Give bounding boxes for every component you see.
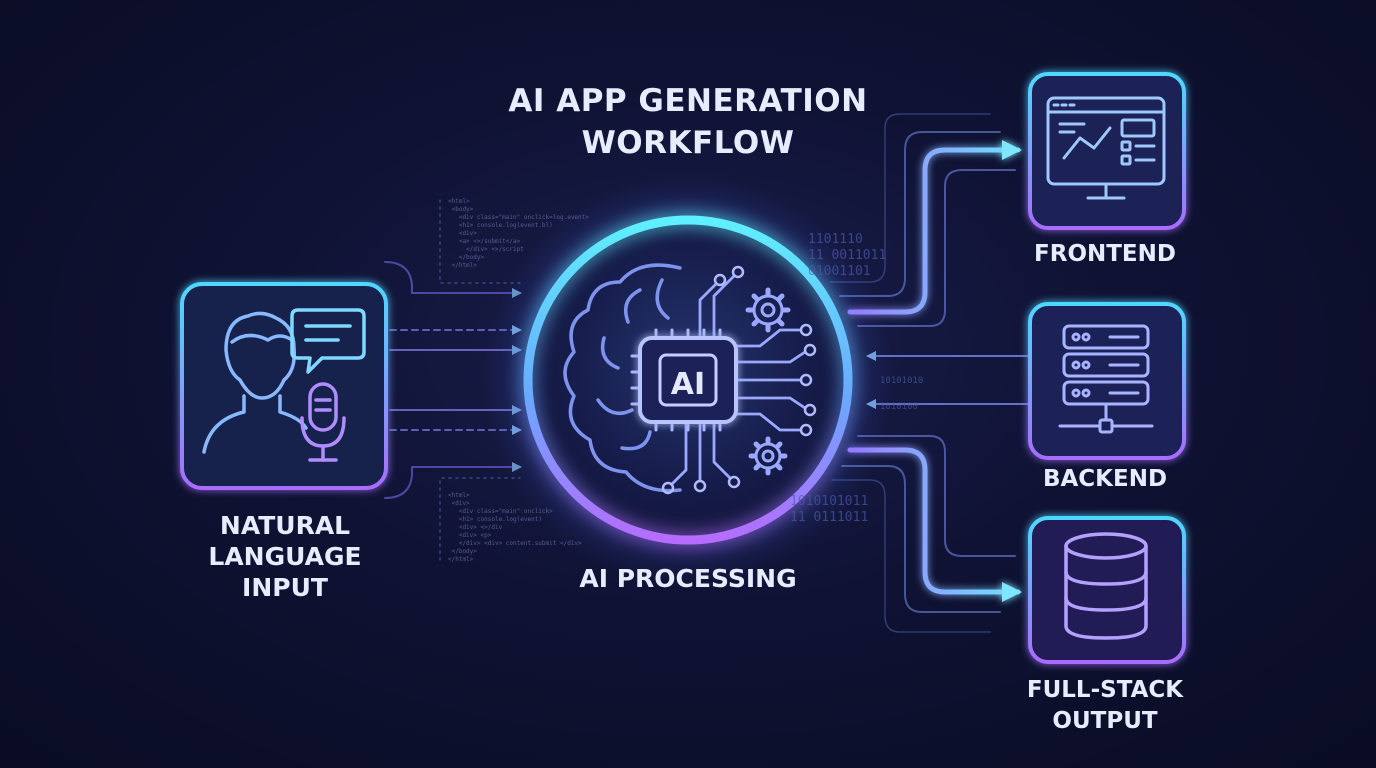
input-arrow-bottom-outer	[384, 462, 522, 499]
code-snippet-decoration: <html> <div> <div class="main" onclick> …	[448, 492, 582, 563]
gear-icon	[745, 287, 791, 333]
user-icon	[202, 311, 308, 454]
input-arrow-bottom-inner	[439, 477, 521, 561]
frontend-arrow-4	[857, 169, 1016, 327]
diagram-title: AI APP GENERATION WORKFLOW	[478, 80, 898, 164]
backend-node	[1028, 302, 1186, 460]
frontend-node	[1028, 72, 1186, 230]
server-icon	[1058, 324, 1154, 434]
chat-bubble-icon	[290, 308, 366, 374]
frontend-arrow-2	[839, 131, 1001, 297]
brain-icon	[563, 263, 682, 493]
output-arrow-2	[841, 465, 1001, 613]
frontend-label: FRONTEND	[1034, 241, 1176, 267]
circuit-traces	[670, 274, 807, 486]
circuit-nodes	[661, 265, 817, 495]
input-box	[180, 282, 388, 490]
monitor-dashboard-icon	[1046, 96, 1166, 200]
chip-label: AI	[671, 367, 705, 402]
backend-label: BACKEND	[1042, 466, 1168, 492]
processing-label: AI PROCESSING	[579, 564, 797, 593]
core-ring	[523, 215, 853, 545]
input-node	[180, 282, 388, 490]
frontend-arrow-main	[847, 140, 1022, 315]
microphone-icon	[300, 382, 346, 462]
gear-icon	[748, 436, 788, 476]
output-arrow-3	[831, 479, 991, 633]
input-arrow-top-outer	[384, 261, 522, 298]
ai-processing-core: AI	[483, 175, 893, 585]
title-line-1: AI APP GENERATION	[508, 83, 868, 119]
code-snippet-decoration: <html> <body> <div class="main" onclick=…	[448, 198, 589, 269]
output-arrow-main	[847, 447, 1022, 602]
chip-icon	[630, 328, 738, 432]
output-arrow-4	[857, 435, 1016, 557]
output-box	[1028, 516, 1186, 664]
output-flow-arrows	[829, 113, 1029, 633]
input-arrow-top-inner	[439, 199, 521, 284]
input-label: NATURAL LANGUAGE INPUT	[208, 511, 362, 602]
title-line-2: WORKFLOW	[581, 125, 795, 161]
output-node	[1028, 516, 1186, 664]
output-label: FULL-STACK OUTPUT	[1026, 677, 1184, 734]
frontend-arrow-3	[829, 113, 991, 283]
database-icon	[1064, 532, 1148, 640]
